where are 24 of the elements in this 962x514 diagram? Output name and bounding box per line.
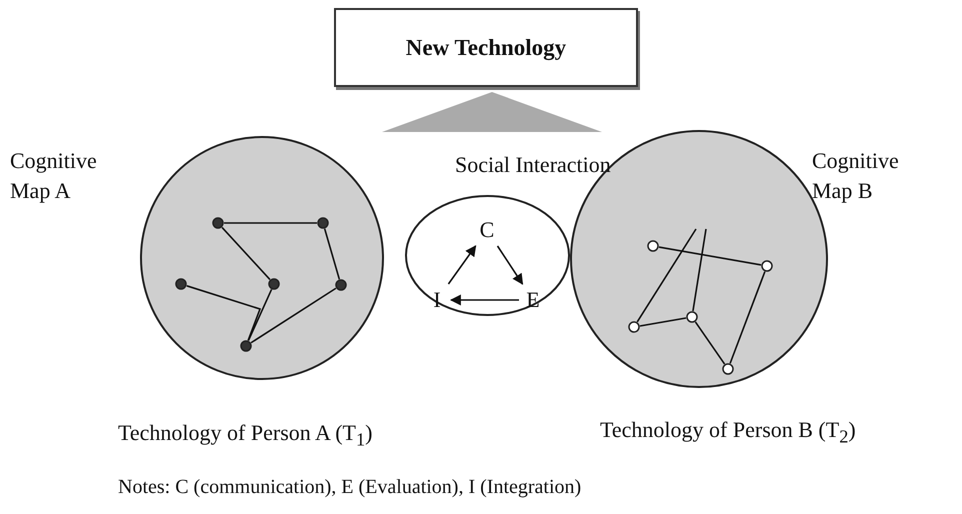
connector-line — [694, 321, 726, 365]
connector-line — [250, 288, 336, 344]
map-label: Cognitive Map B — [812, 147, 900, 205]
connector-line — [248, 289, 272, 341]
caption-text: Technology of Person B (T$_{2}$) — [600, 417, 856, 448]
note-text: Notes: C (communication), E (Evaluation), I (Integration) — [118, 475, 582, 500]
arrow — [450, 294, 519, 306]
connector-line — [729, 271, 766, 364]
connector-line — [640, 317, 686, 327]
caption-text: Technology of Person A (T$_{1}$) — [118, 420, 372, 452]
connector-line — [224, 222, 317, 224]
title-box — [334, 8, 638, 87]
connector-line — [221, 226, 271, 280]
connector-line — [658, 246, 762, 266]
arrow — [448, 245, 476, 284]
arrow — [496, 246, 524, 285]
connector-line — [324, 228, 340, 280]
map-label: Cognitive Map A — [10, 147, 98, 205]
title-text: New Technology — [404, 34, 568, 60]
connector-line — [186, 285, 262, 341]
process-letter: C — [478, 217, 496, 243]
heading-text: Social Interaction — [455, 152, 611, 178]
connector-line — [636, 228, 697, 322]
connector-line — [692, 228, 707, 312]
